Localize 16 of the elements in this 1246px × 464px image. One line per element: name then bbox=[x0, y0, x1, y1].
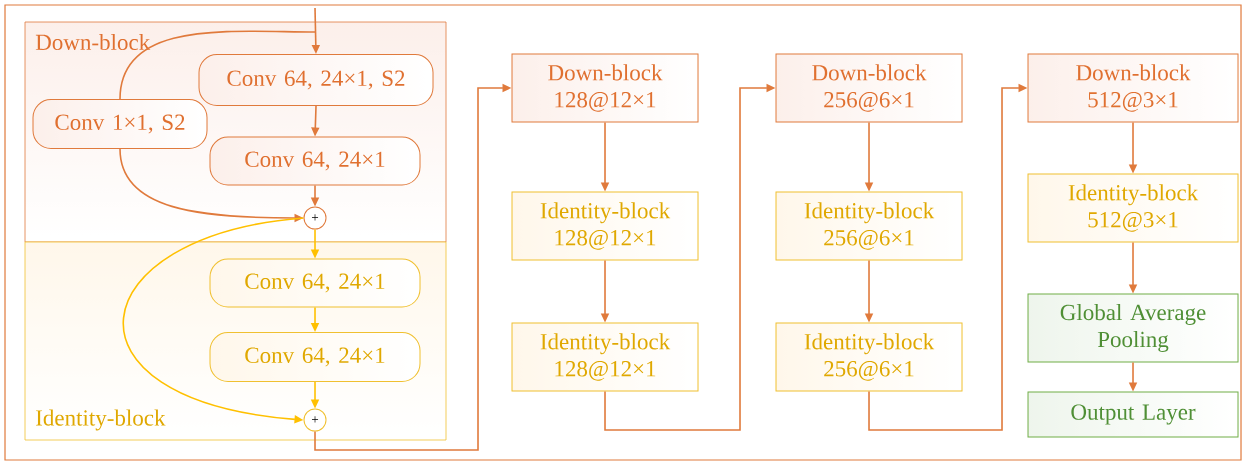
conv-box: Conv 64, 24×1 bbox=[209, 332, 421, 382]
conv-box: Conv 64, 24×1 bbox=[209, 258, 421, 308]
layer-box: Identity-block 256@6×1 bbox=[775, 191, 963, 261]
conv-box: Conv 64, 24×1, S2 bbox=[198, 54, 434, 106]
arrow bbox=[122, 217, 305, 424]
layer-box: Identity-block 256@6×1 bbox=[775, 322, 963, 392]
layer-box: Down-block 256@6×1 bbox=[775, 53, 963, 123]
layer-box: Identity-block 128@12×1 bbox=[511, 322, 699, 392]
conv-box: Conv 1×1, S2 bbox=[32, 99, 208, 149]
layer-box: Output Layer bbox=[1027, 391, 1239, 438]
conv-box: Conv 64, 24×1 bbox=[209, 136, 421, 186]
layer-box: Down-block 512@3×1 bbox=[1027, 53, 1239, 123]
layer-box: Identity-block 512@3×1 bbox=[1027, 173, 1239, 243]
layer-box: Global Average Pooling bbox=[1027, 293, 1239, 363]
layer-box: Down-block 128@12×1 bbox=[511, 53, 699, 123]
layer-box: Identity-block 128@12×1 bbox=[511, 191, 699, 261]
